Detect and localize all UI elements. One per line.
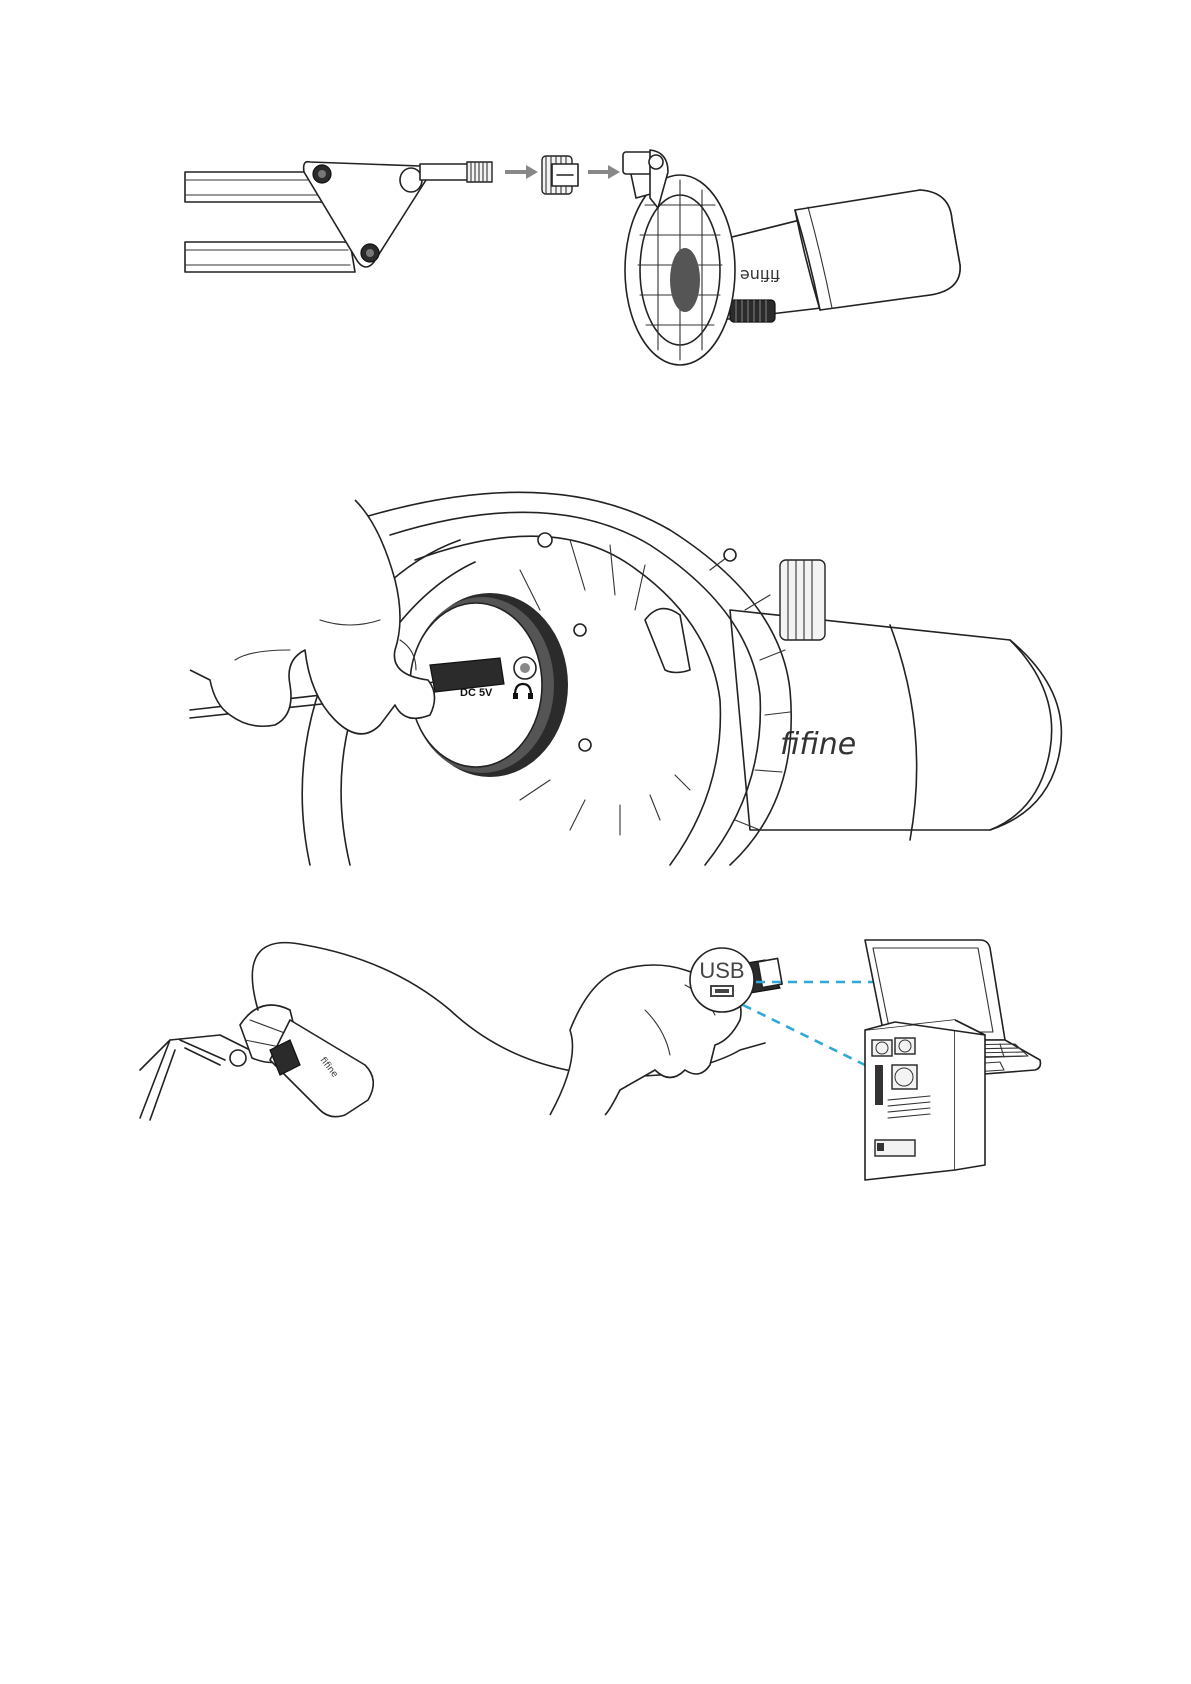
microphone-barrel: fifine: [730, 560, 1061, 840]
fifine-logo: fifine: [740, 266, 780, 285]
assembly-arrow-2: [588, 165, 620, 179]
screw-adapter: [542, 156, 578, 194]
boom-arm: [185, 162, 492, 272]
figure-dc-cable-connection: fifine DC 5V: [190, 500, 1050, 865]
assembly-arrow-1: [505, 165, 538, 179]
desktop-computer: [865, 1020, 985, 1180]
boom-arm-microphone: fifine: [140, 1005, 373, 1120]
connection-line-desktop: [743, 1005, 865, 1065]
microphone-with-shock-mount: fifine: [623, 150, 960, 365]
figure-assembly-boom-arm: fifine: [180, 150, 1030, 410]
hand: [190, 500, 435, 734]
usb-label: USB: [699, 958, 744, 983]
figure-usb-connection: fifine USB: [140, 940, 1060, 1285]
